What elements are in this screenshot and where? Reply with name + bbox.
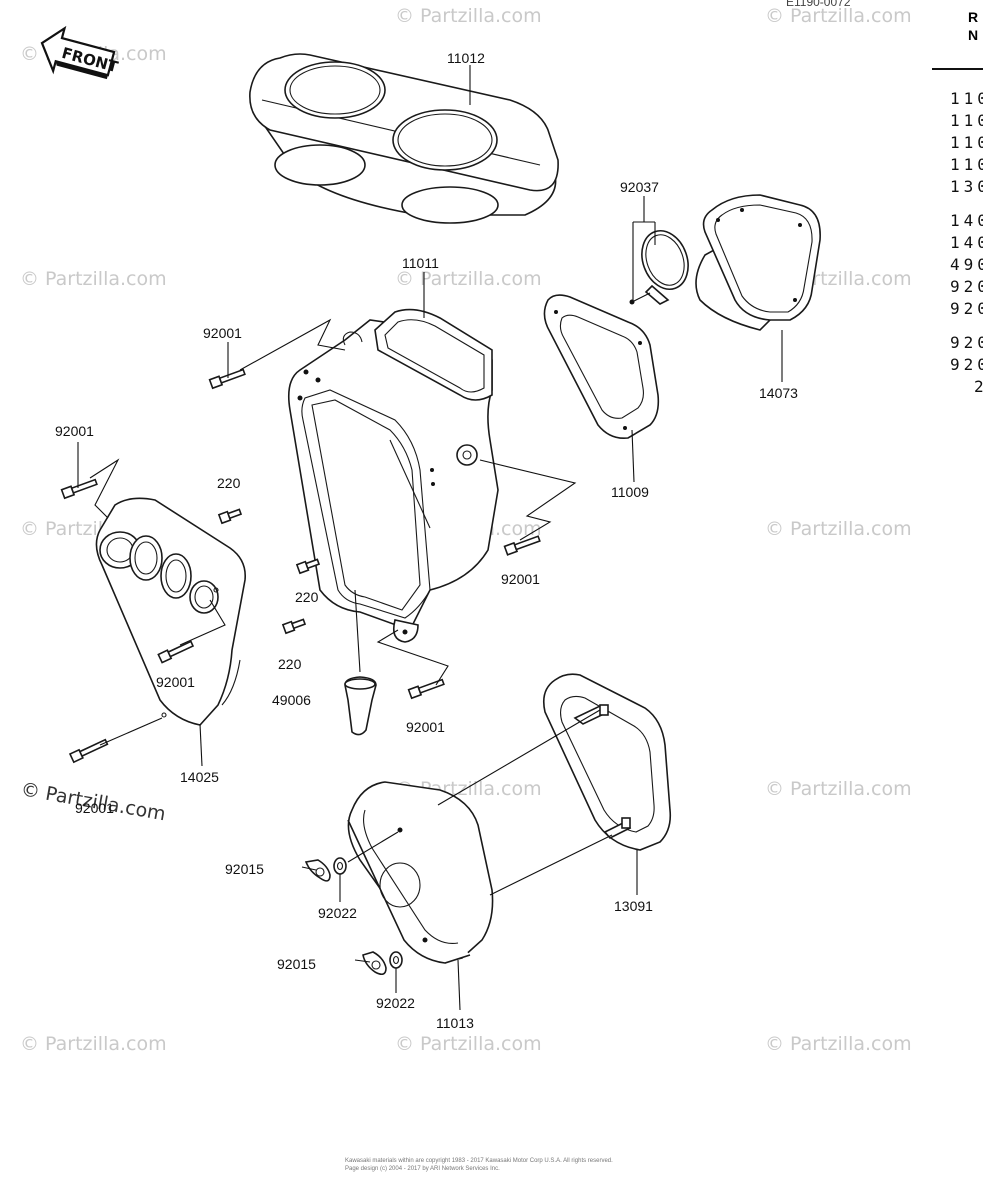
ref-prefix[interactable]: 110 bbox=[950, 155, 983, 174]
part-label[interactable]: 14025 bbox=[180, 769, 219, 785]
watermark: © Partzilla.com bbox=[765, 518, 912, 540]
bolt-icon bbox=[60, 478, 98, 500]
ref-prefix[interactable]: 140 bbox=[950, 233, 983, 252]
drain-plug-49006[interactable] bbox=[344, 676, 377, 736]
part-label[interactable]: 92001 bbox=[203, 325, 242, 341]
header: E1190-0072 R N 110 110 110 110 130 140 1… bbox=[786, 0, 983, 396]
part-label[interactable]: 11013 bbox=[436, 1015, 474, 1031]
washer-icon bbox=[389, 951, 403, 969]
screw-icon bbox=[295, 558, 321, 575]
ref-prefix[interactable]: 920 bbox=[950, 355, 983, 374]
bolt-icon bbox=[208, 368, 246, 390]
part-label[interactable]: 92001 bbox=[75, 800, 114, 816]
clamp-92037[interactable] bbox=[629, 224, 696, 305]
watermark: © Partzilla.com bbox=[765, 778, 912, 800]
footer-line: Page design (c) 2004 - 2017 by ARI Netwo… bbox=[345, 1166, 500, 1172]
gasket-11009[interactable] bbox=[543, 294, 660, 440]
part-label[interactable]: 14073 bbox=[759, 385, 798, 401]
watermark: © Partzilla.com bbox=[20, 1033, 167, 1055]
part-label[interactable]: 92015 bbox=[277, 956, 316, 972]
watermark: © Partzilla.com bbox=[395, 1033, 542, 1055]
bolt-icon bbox=[157, 640, 195, 664]
part-label[interactable]: 92001 bbox=[55, 423, 94, 439]
part-label[interactable]: 92001 bbox=[156, 674, 195, 690]
part-label[interactable]: 220 bbox=[217, 475, 241, 491]
table-col2-header: N bbox=[968, 27, 978, 43]
cover-14025[interactable] bbox=[95, 497, 247, 726]
ref-prefix[interactable]: 920 bbox=[950, 333, 983, 352]
part-label[interactable]: 92001 bbox=[501, 571, 540, 587]
part-label[interactable]: 11009 bbox=[611, 484, 649, 500]
ref-prefix[interactable]: 140 bbox=[950, 211, 983, 230]
ref-prefix[interactable]: 110 bbox=[950, 89, 983, 108]
watermark: © Partzilla.com bbox=[20, 268, 167, 290]
ref-prefix[interactable]: 110 bbox=[950, 111, 983, 130]
screw-icon bbox=[217, 508, 243, 525]
part-label[interactable]: 220 bbox=[278, 656, 302, 672]
wing-nut-icon bbox=[362, 951, 387, 976]
front-arrow: FRONT bbox=[40, 25, 121, 80]
air-filter-element-11012[interactable] bbox=[249, 53, 559, 224]
screw-icon bbox=[281, 618, 307, 635]
footer-line: Kawasaki materials within are copyright … bbox=[345, 1158, 613, 1164]
ref-prefix[interactable]: 920 bbox=[950, 299, 983, 318]
part-label[interactable]: 92022 bbox=[376, 995, 415, 1011]
part-label[interactable]: 220 bbox=[295, 589, 319, 605]
gasket-13091[interactable] bbox=[542, 673, 672, 851]
bolt-icon bbox=[68, 738, 109, 764]
table-col1-header: R bbox=[968, 9, 978, 25]
part-label[interactable]: 92037 bbox=[620, 179, 659, 195]
duct-14073[interactable] bbox=[695, 194, 821, 331]
ref-prefix[interactable]: 2 bbox=[974, 377, 983, 396]
washer-icon bbox=[333, 857, 347, 875]
cover-11013[interactable] bbox=[347, 781, 494, 964]
leader-lines bbox=[77, 65, 783, 1011]
watermark: © Partzilla.com bbox=[765, 5, 912, 27]
watermark: © Partzilla.com bbox=[765, 1033, 912, 1055]
fasteners bbox=[60, 368, 541, 976]
footer: Kawasaki materials within are copyright … bbox=[345, 1158, 613, 1172]
drawing-id: E1190-0072 bbox=[786, 0, 851, 9]
part-label[interactable]: 49006 bbox=[272, 692, 311, 708]
part-label[interactable]: 11011 bbox=[402, 255, 439, 271]
part-label[interactable]: 92015 bbox=[225, 861, 264, 877]
bolt-icon bbox=[503, 535, 541, 556]
part-labels: 11012 11011 92037 14073 11009 92001 9200… bbox=[55, 50, 798, 1031]
air-cleaner-case-11011[interactable] bbox=[287, 308, 499, 643]
part-label[interactable]: 13091 bbox=[614, 898, 653, 914]
ref-prefix[interactable]: 490 bbox=[950, 255, 983, 274]
part-label[interactable]: 92001 bbox=[406, 719, 445, 735]
part-label[interactable]: 11012 bbox=[447, 50, 485, 66]
ref-prefix[interactable]: 110 bbox=[950, 133, 983, 152]
part-label[interactable]: 92022 bbox=[318, 905, 357, 921]
watermark: © Partzilla.com bbox=[395, 5, 542, 27]
watermark: © Partzilla.com bbox=[395, 268, 542, 290]
wing-nut-icon bbox=[304, 859, 331, 882]
ref-prefix[interactable]: 920 bbox=[950, 277, 983, 296]
ref-prefix[interactable]: 130 bbox=[950, 177, 983, 196]
